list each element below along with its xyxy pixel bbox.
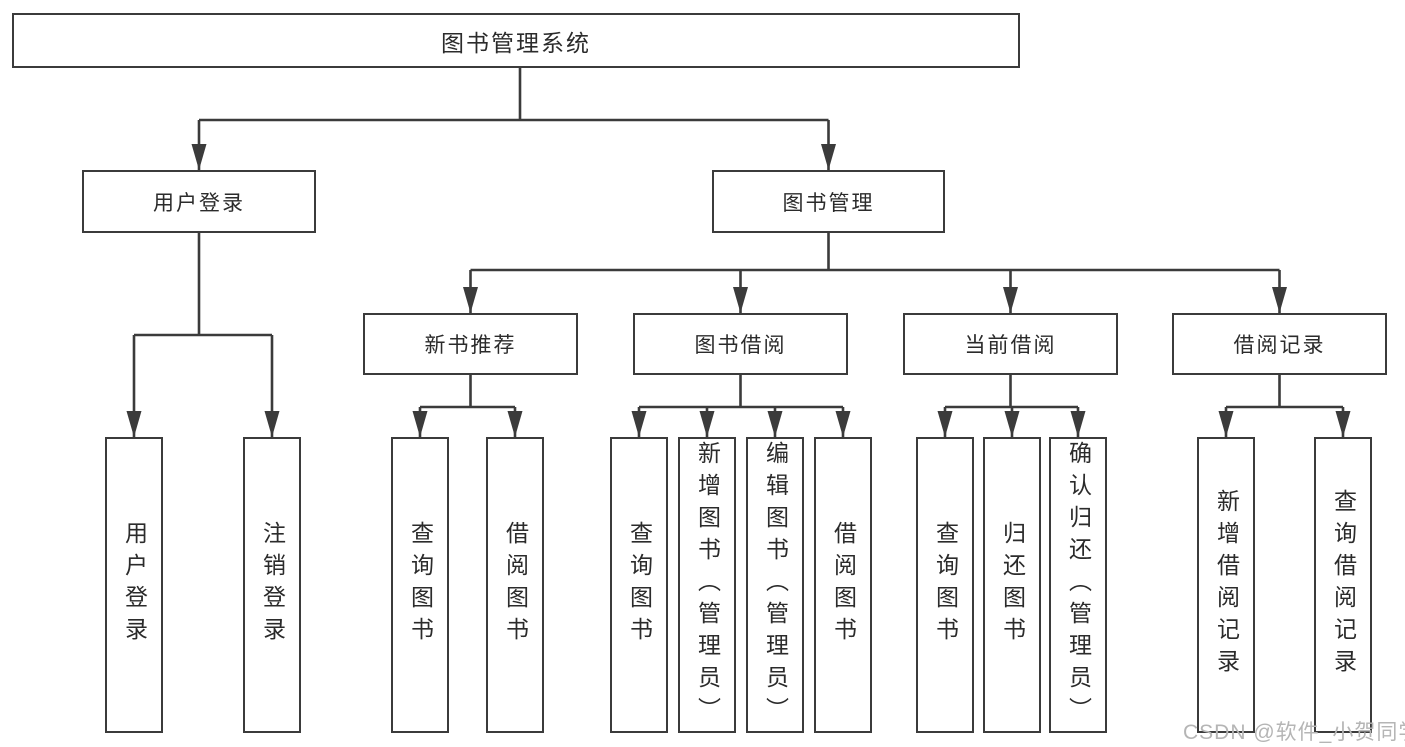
tree-edges	[132, 68, 1345, 437]
node-book-management: 图书管理	[712, 170, 945, 233]
node-user-login: 用户登录	[82, 170, 316, 233]
node-new-book-recommendation: 新书推荐	[363, 313, 578, 375]
node-leaf-borrow-books-borrowing: 借阅图书	[814, 437, 872, 733]
node-borrowing-records: 借阅记录	[1172, 313, 1387, 375]
node-leaf-borrow-books-recommend: 借阅图书	[486, 437, 544, 733]
csdn-watermark: CSDN @软件_小贺同学	[1183, 721, 1405, 744]
node-leaf-query-books-recommend: 查询图书	[391, 437, 449, 733]
node-leaf-logout: 注销登录	[243, 437, 301, 733]
arrowheads	[126, 144, 1351, 437]
node-leaf-user-login: 用户登录	[105, 437, 163, 733]
node-root-library-system: 图书管理系统	[12, 13, 1020, 68]
node-leaf-return-books: 归还图书	[983, 437, 1041, 733]
node-book-borrowing: 图书借阅	[633, 313, 848, 375]
node-leaf-edit-books-admin: 编辑图书（管理员）	[746, 437, 804, 733]
node-leaf-confirm-return-admin: 确认归还（管理员）	[1049, 437, 1107, 733]
node-current-borrowing: 当前借阅	[903, 313, 1118, 375]
node-leaf-query-borrow-record: 查询借阅记录	[1314, 437, 1372, 733]
node-leaf-query-books-current: 查询图书	[916, 437, 974, 733]
node-leaf-add-books-admin: 新增图书（管理员）	[678, 437, 736, 733]
node-leaf-query-books-borrowing: 查询图书	[610, 437, 668, 733]
node-leaf-add-borrow-record: 新增借阅记录	[1197, 437, 1255, 733]
